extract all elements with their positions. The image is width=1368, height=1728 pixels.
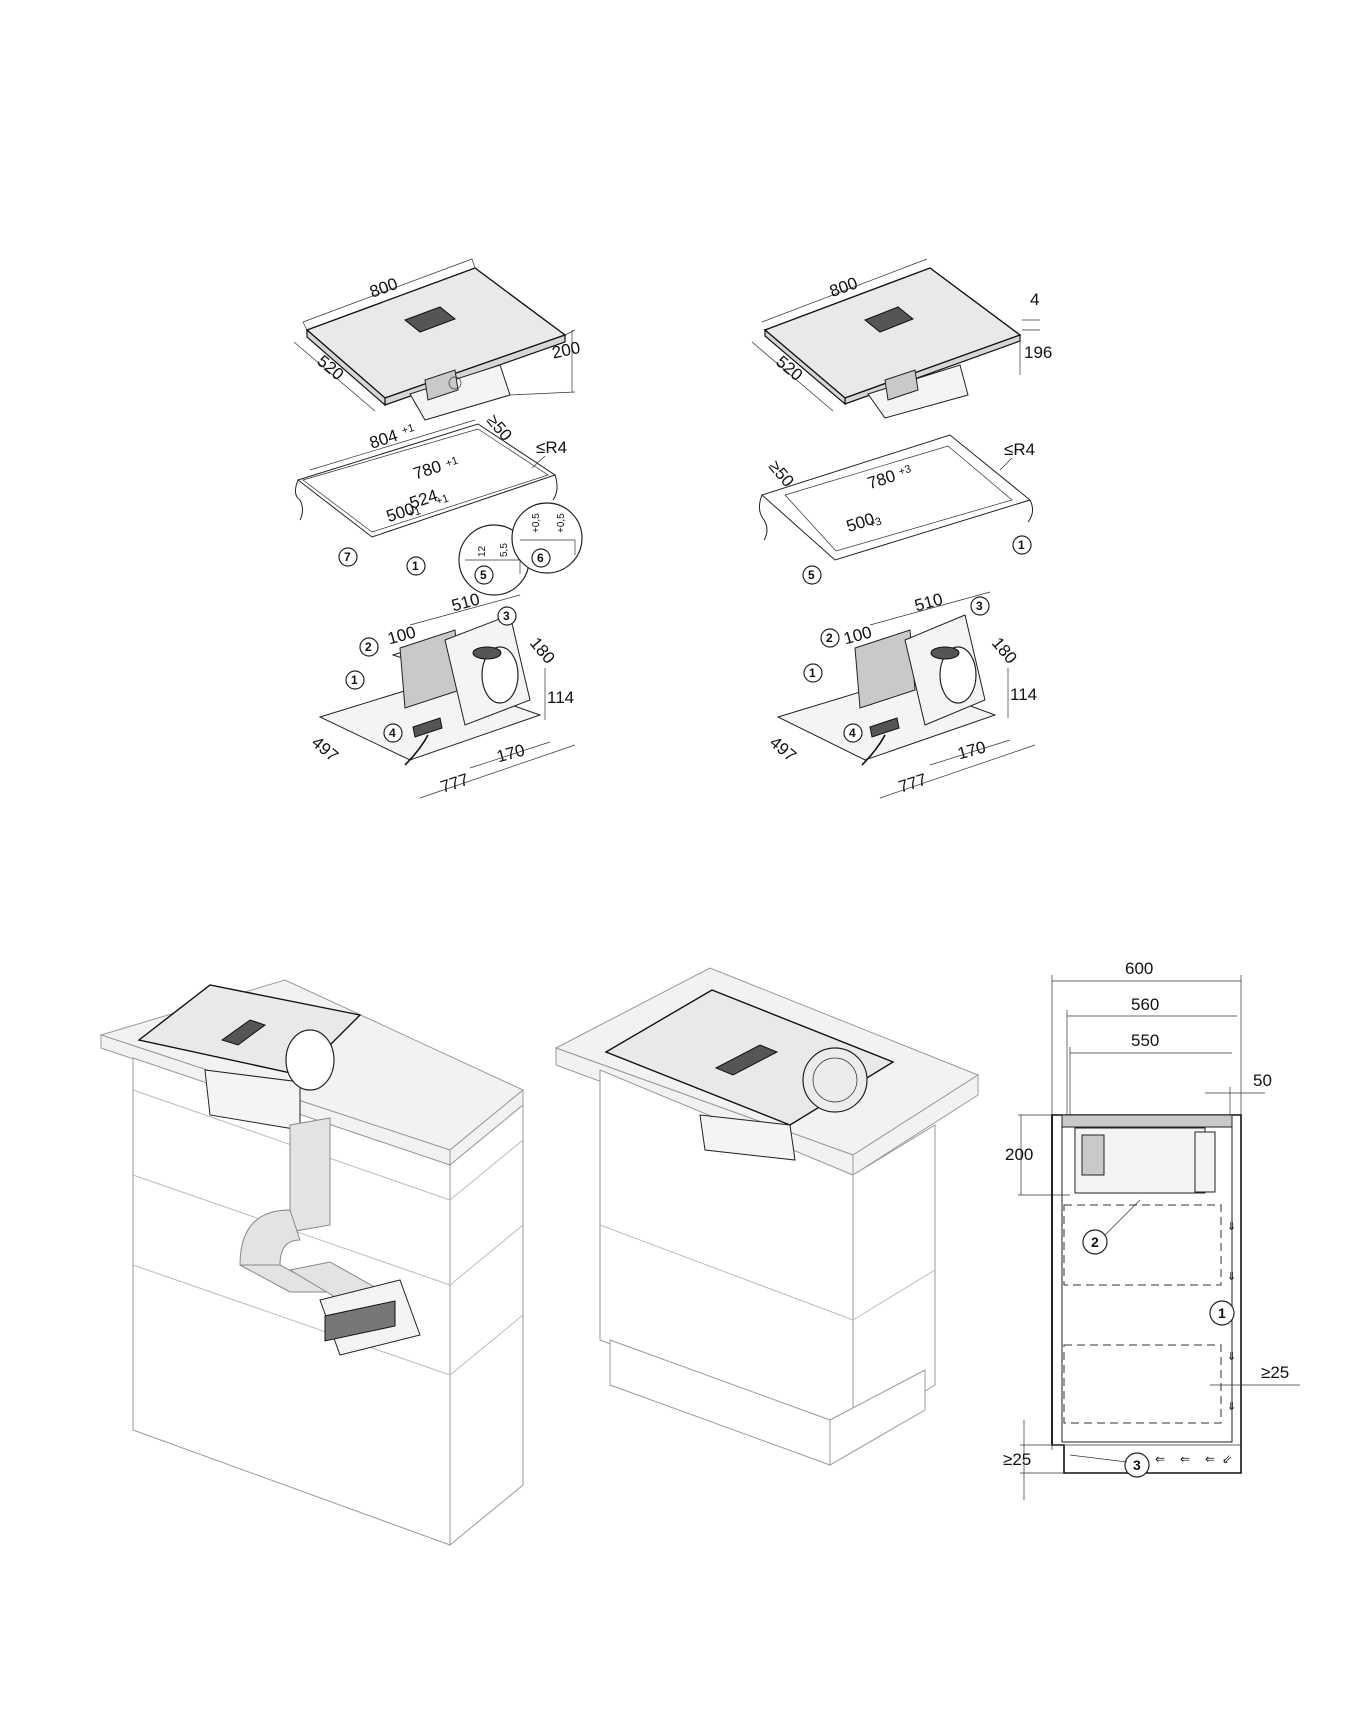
callout-circle-icon — [359, 637, 379, 657]
section-side-gap: ≥25 — [1261, 1363, 1289, 1382]
diagram-a-fan-base-depth: 497 — [308, 733, 342, 766]
airflow-arrow-icon: ⇓ — [1227, 1351, 1236, 1363]
diagram-b-fan-width: 510 — [912, 590, 944, 616]
callout-circle-icon — [820, 628, 840, 648]
diagram-a-callout-2: 2 — [365, 640, 372, 654]
diagram-b-callouts: 5 1 3 2 1 4 — [802, 535, 1032, 743]
diagram-b-fan-height: 114 — [1010, 685, 1037, 704]
section-width-clear: 550 — [1131, 1031, 1159, 1050]
callout-circle-icon — [383, 723, 403, 743]
diagram-b-fan: 510 100 180 114 497 777 170 — [766, 590, 1037, 799]
section-view: 600 560 550 50 200 ⇓ ⇓ ⇓ ⇓ ⇐ ⇐ — [1003, 959, 1300, 1500]
section-callout-2: 2 — [1091, 1234, 1099, 1250]
diagram-a-callout-7: 7 — [344, 550, 351, 564]
section-callout-1: 1 — [1218, 1305, 1226, 1321]
diagram-b-fan-depth: 180 — [988, 634, 1021, 668]
diagram-a-callout-1: 1 — [412, 559, 419, 573]
diagram-a-cutout-outer: 804 — [367, 426, 400, 453]
diagram-a-fan-depth: 180 — [526, 634, 559, 668]
diagram-a-cutout-edge-min: ≥50 — [483, 411, 516, 445]
airflow-arrow-icon: ⇐ — [1155, 1452, 1165, 1466]
diagram-a-detail-depth: 5,5 — [499, 543, 510, 557]
diagram-b-callout-1: 1 — [1018, 538, 1025, 552]
diagram-a-fan-height: 114 — [547, 688, 574, 707]
diagram-b-callout-1b: 1 — [809, 666, 816, 680]
airflow-arrow-icon: ⇓ — [1227, 1401, 1236, 1413]
section-bottom-gap: ≥25 — [1003, 1450, 1031, 1469]
diagram-a-detail-width-tol: +0,5 — [531, 513, 542, 533]
section-width-total: 600 — [1125, 959, 1153, 978]
airflow-arrow-icon: ⇓ — [1227, 1221, 1236, 1233]
diagram-a-fan-base-width: 777 — [438, 770, 471, 797]
diagram-a-hob: 800 520 200 — [293, 258, 582, 421]
diagram-b-callout-3: 3 — [976, 599, 983, 613]
diagram-b-callout-5: 5 — [808, 568, 815, 582]
airflow-arrow-icon: ⇓ — [1227, 1271, 1236, 1283]
airflow-arrow-icon: ⇐ — [1205, 1452, 1215, 1466]
airflow-arrow-icon: ⇐ — [1180, 1452, 1190, 1466]
diagram-a-fan-width: 510 — [449, 590, 481, 616]
island-ducted — [99, 979, 524, 1547]
callout-circle-icon — [531, 548, 551, 568]
diagram-a-cutout-radius: ≤R4 — [536, 438, 567, 457]
diagram-a-callout-1b: 1 — [351, 673, 358, 687]
diagram-a-cutout-inner: 780 — [411, 457, 444, 484]
callout-circle-icon — [803, 663, 823, 683]
callout-circle-icon — [406, 556, 426, 576]
diagram-b-callout-2: 2 — [826, 631, 833, 645]
callout-circle-icon — [1209, 1300, 1235, 1326]
diagram-b-callout-4: 4 — [849, 726, 856, 740]
diagram-b-cutout-radius: ≤R4 — [1004, 440, 1035, 459]
callout-circle-icon — [338, 547, 358, 567]
callout-circle-icon — [802, 565, 822, 585]
diagram-a-fan-outlet: 170 — [494, 741, 526, 767]
diagram-a-callout-6: 6 — [537, 551, 544, 565]
diagram-a-fan: 510 100 180 114 497 777 170 — [308, 590, 576, 799]
diagram-b-cutout-depth-inner-tol: +3 — [868, 516, 884, 531]
diagram-b-hob-thickness: 4 — [1030, 290, 1039, 309]
diagram-b-cutout: ≥50 780 +3 500 +3 ≤R4 — [758, 434, 1035, 561]
diagram-a-callout-3: 3 — [503, 609, 510, 623]
diagram-a-cutout-inner-tol: +1 — [444, 455, 460, 470]
diagram-a-detail-width: 12 — [477, 545, 488, 557]
island-recirculating — [554, 967, 980, 1466]
fan-outlet-b — [939, 646, 977, 704]
callout-circle-icon — [843, 723, 863, 743]
fan-outlet-a — [481, 646, 519, 704]
diagram-a: 800 520 200 804 +1 780 +1 524 +1 500 +1 … — [293, 258, 583, 799]
diagram-b-fan-base-depth: 497 — [766, 733, 800, 766]
diagram-b-hob: 800 520 4 196 — [751, 258, 1052, 419]
diagram-a-callout-5: 5 — [480, 568, 487, 582]
diagram-b-cutout-inner-tol: +3 — [897, 463, 913, 478]
section-callout-3: 3 — [1133, 1457, 1141, 1473]
diagram-a-callouts: 7 1 5 6 3 2 1 4 — [338, 547, 551, 743]
airflow-arrow-icon: ⇙ — [1222, 1452, 1232, 1466]
diagram-b-cutout-inner: 780 — [865, 466, 898, 493]
diagram-b: 800 520 4 196 ≥50 780 +3 500 +3 ≤R4 — [751, 258, 1052, 799]
diagram-a-detail-depth-tol: +0,5 — [556, 513, 567, 533]
diagram-a-cutout-depth-outer-tol: +1 — [435, 493, 451, 508]
callout-circle-icon — [497, 606, 517, 626]
callout-circle-icon — [970, 596, 990, 616]
callout-circle-icon — [474, 565, 494, 585]
callout-circle-icon — [1124, 1452, 1150, 1478]
diagram-a-cutout-depth-inner-tol: +1 — [407, 505, 423, 520]
callout-circle-icon — [1012, 535, 1032, 555]
diagram-a-callout-4: 4 — [389, 726, 396, 740]
callout-circle-icon — [345, 670, 365, 690]
section-back-gap: 50 — [1253, 1071, 1272, 1090]
diagram-b-fan-outlet: 170 — [955, 738, 987, 764]
section-height: 200 — [1005, 1145, 1033, 1164]
callout-circle-icon — [1082, 1229, 1108, 1255]
diagram-b-hob-height: 196 — [1024, 343, 1052, 362]
section-width-inner: 560 — [1131, 995, 1159, 1014]
detail-circle-6 — [511, 502, 583, 574]
diagram-a-cutout-outer-tol: +1 — [400, 422, 416, 437]
